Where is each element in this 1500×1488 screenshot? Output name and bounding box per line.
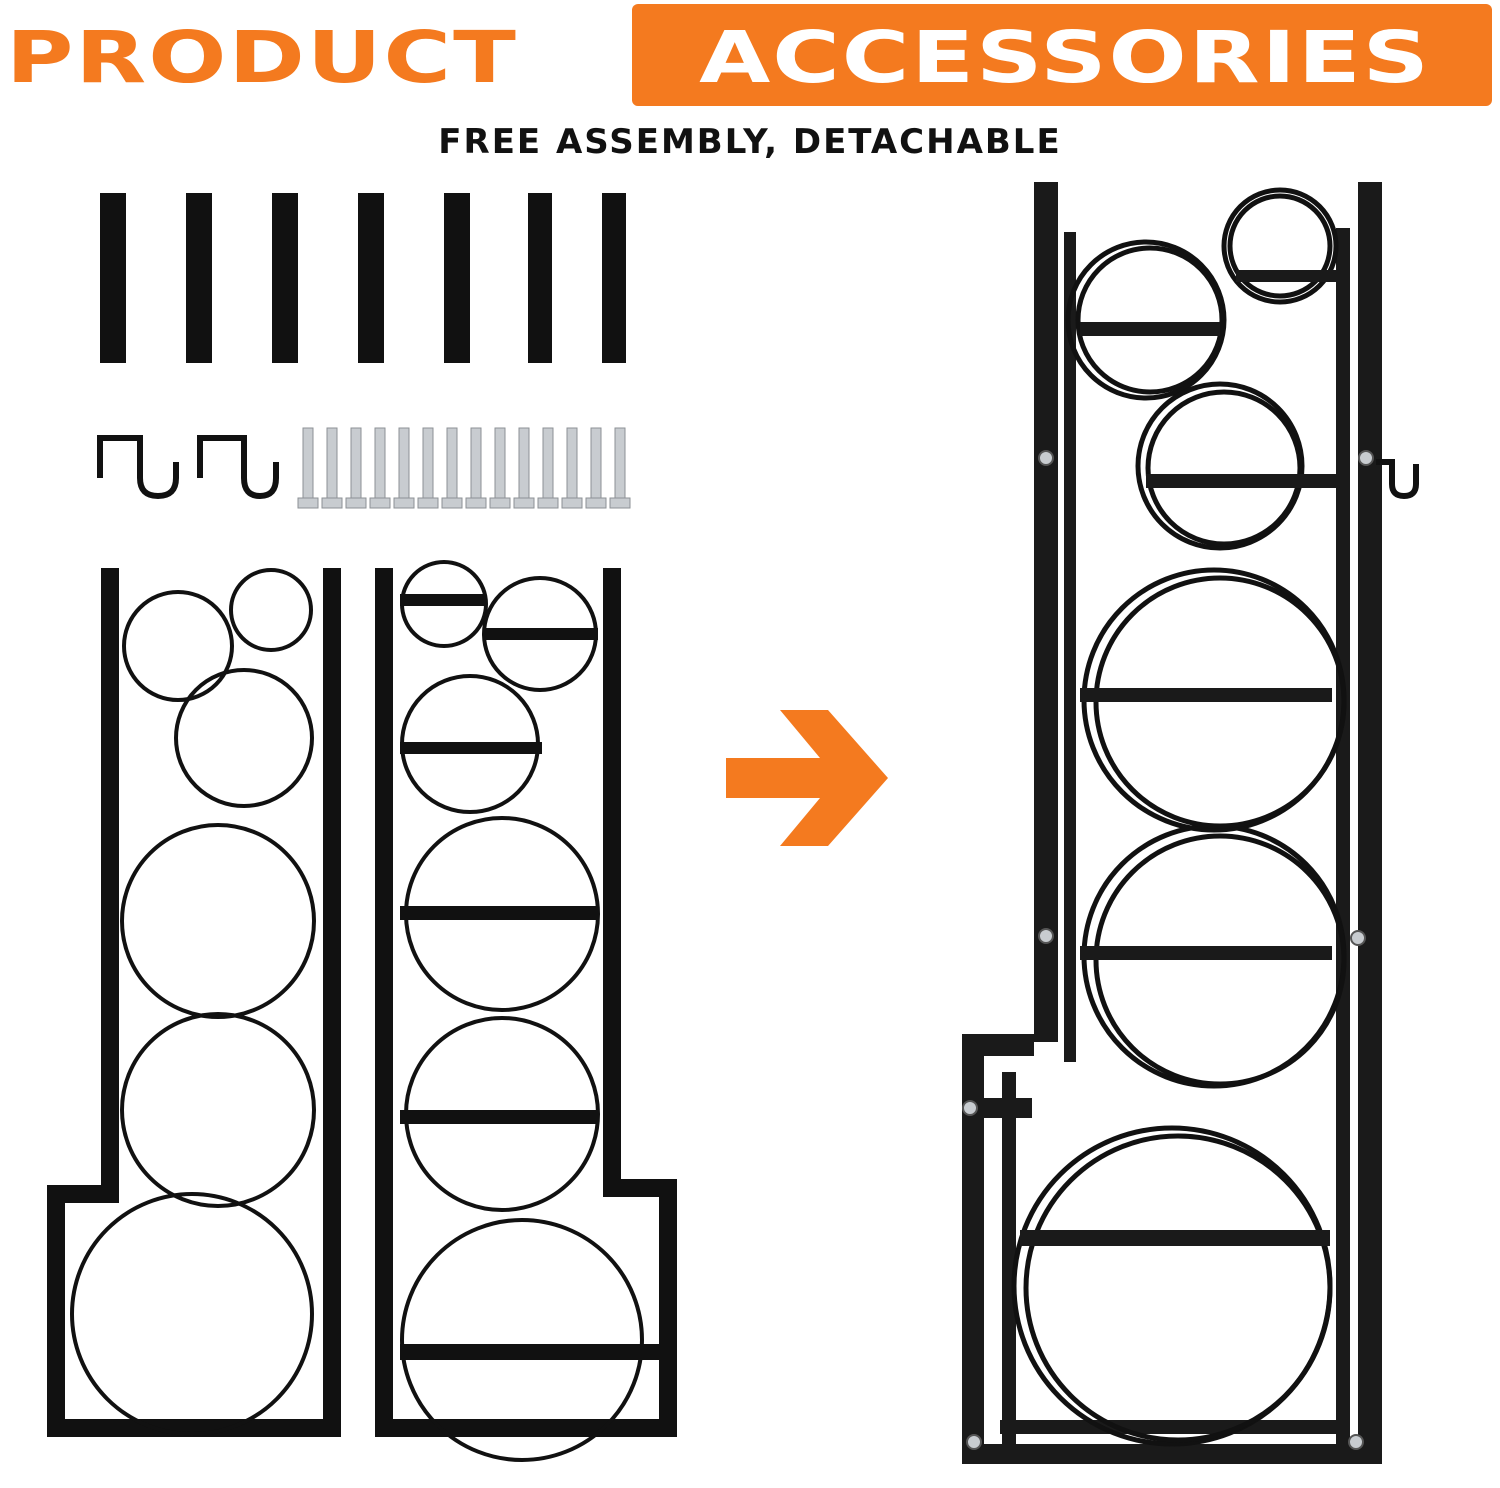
- bolts: [297, 427, 631, 509]
- post: [100, 193, 126, 363]
- hook-icon: [197, 435, 279, 500]
- hook-icon: [97, 435, 179, 500]
- arrow-right-icon: [726, 710, 888, 846]
- title-product: PRODUCT: [6, 15, 518, 100]
- post: [444, 193, 470, 363]
- post: [602, 193, 626, 363]
- assembled-rack: [962, 182, 1419, 1464]
- title-accessories-banner: [632, 4, 1492, 106]
- subtitle: FREE ASSEMBLY, DETACHABLE: [438, 122, 1062, 162]
- post: [186, 193, 212, 363]
- hooks: [97, 435, 279, 500]
- support-posts: [100, 193, 626, 363]
- title-accessories: ACCESSORIES: [699, 15, 1431, 100]
- post: [528, 193, 552, 363]
- post: [272, 193, 298, 363]
- hook-icon: [1376, 459, 1419, 500]
- side-panel-right: [375, 560, 677, 1462]
- side-panel-left: [47, 568, 341, 1437]
- post: [358, 193, 384, 363]
